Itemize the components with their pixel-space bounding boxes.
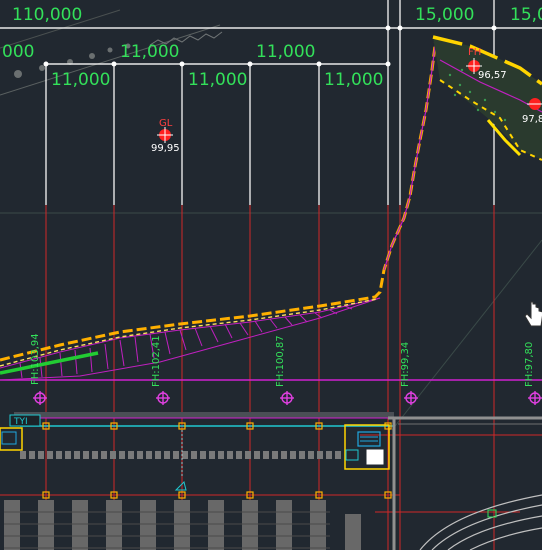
- level-marker-right[interactable]: 97,8: [522, 98, 542, 125]
- curved-structure: [419, 494, 542, 550]
- contour-area: [432, 35, 542, 161]
- hatch-dots: [14, 43, 131, 78]
- level-marker-fh[interactable]: FH 96,57: [466, 47, 507, 81]
- hatch-zigzag: [149, 31, 223, 46]
- level-marker-gl-value: 99,95: [151, 143, 180, 154]
- fh-label-3: FH:100,87: [275, 335, 286, 387]
- dimension-label-row3-2: 11,000: [188, 70, 247, 90]
- dimension-ticks: [43, 25, 497, 67]
- dimension-label-row2-3: 11,000: [256, 42, 315, 62]
- table-tag[interactable]: TYI: [9, 414, 41, 427]
- fh-label-1: FH:103,94: [30, 333, 41, 385]
- equipment-box-right: [344, 424, 390, 470]
- road-edge: [0, 37, 438, 367]
- dimension-label-total: 110,000: [12, 5, 82, 25]
- level-marker-fh-tag: FH: [468, 47, 481, 58]
- dimension-label-right-a: 15,000: [415, 5, 474, 25]
- level-marker-fh-value: 96,57: [478, 70, 507, 81]
- dimension-label-row2-1: 000: [2, 42, 34, 62]
- dimension-label-right-b: 15,0: [510, 5, 542, 25]
- hand-cursor-icon: [524, 301, 542, 327]
- column-markers: [42, 422, 392, 499]
- contour-dots: [448, 68, 507, 122]
- embankment-hatch: [0, 297, 381, 381]
- table-tag-label: TYI: [13, 417, 28, 427]
- level-marker-right-value: 97,8: [522, 114, 542, 125]
- stair-arrow: [174, 481, 187, 491]
- fh-label-5: FH:97,80: [524, 342, 535, 387]
- fh-label-4: FH:99,34: [400, 342, 411, 387]
- level-marker-gl[interactable]: GL 99,95: [151, 118, 180, 154]
- structural-grid: [0, 205, 542, 550]
- section-markers: [33, 391, 542, 405]
- green-marker-line: [0, 351, 99, 375]
- building-walls: [14, 412, 542, 550]
- dimension-label-row2-2: 11,000: [120, 42, 179, 62]
- equipment-box-left: [0, 427, 23, 451]
- building-block-seams: [4, 511, 330, 549]
- dimension-label-row3-3: 11,000: [324, 70, 383, 90]
- building-blocks: [4, 500, 361, 550]
- dimension-label-row3-1: 11,000: [51, 70, 110, 90]
- dimension-lines: [0, 0, 542, 205]
- fh-label-2: FH:102,41: [151, 335, 162, 387]
- level-marker-gl-tag: GL: [159, 118, 173, 129]
